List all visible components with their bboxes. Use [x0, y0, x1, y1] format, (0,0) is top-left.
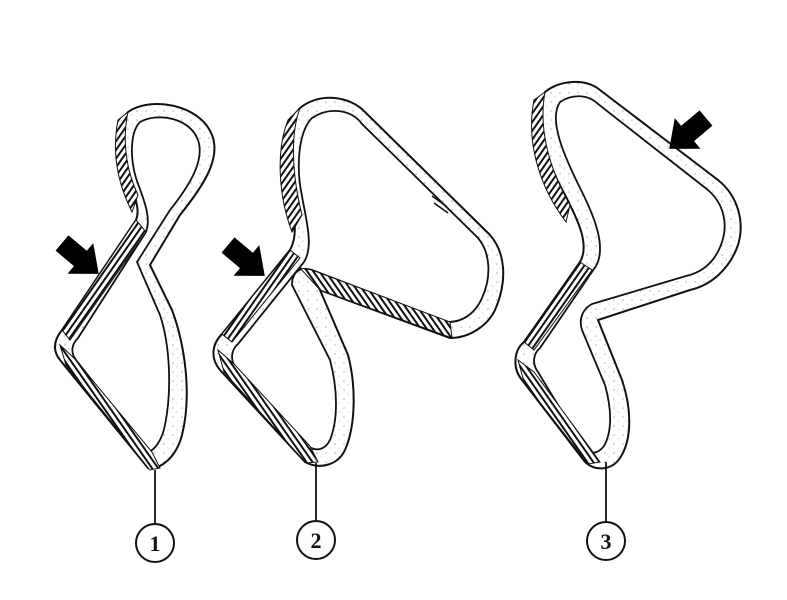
belt-2-direction-mark [431, 195, 449, 214]
belt-2-teeth-upper [279, 107, 303, 234]
belt-1-teeth-lower [58, 343, 161, 471]
belt-2-teeth-diagonal [221, 249, 301, 343]
belt-1-teeth-upper [114, 110, 139, 214]
belt-2-inner-edge [231, 110, 490, 451]
belt-1: 1 [54, 103, 216, 563]
belt-3: 3 [514, 81, 742, 561]
arrow-pointer-icon [221, 237, 265, 276]
belt-2-teeth-lower [217, 348, 319, 464]
belt-3-callout-label: 3 [601, 529, 612, 554]
belt-3-inner-edge [533, 95, 726, 454]
belt-3-callout-circle [586, 521, 626, 561]
arrow-pointer-icon [669, 110, 713, 149]
belt-1-inner-edge [71, 116, 201, 454]
belt-1-callout-circle [135, 523, 175, 563]
belt-1-callout-label: 1 [150, 531, 161, 556]
belt-2-callout-label: 2 [311, 528, 322, 553]
arrow-pointer-icon [55, 235, 99, 274]
belt-2-callout-circle [296, 520, 336, 560]
belt-3-teeth-upper [531, 90, 571, 224]
belt-3-teeth-diagonal [523, 261, 593, 351]
belt-2: 2 [212, 96, 505, 560]
belt-2-teeth-cross [298, 267, 453, 339]
belt-3-teeth-lower [517, 358, 601, 465]
belt-1-teeth-diagonal [61, 219, 147, 341]
